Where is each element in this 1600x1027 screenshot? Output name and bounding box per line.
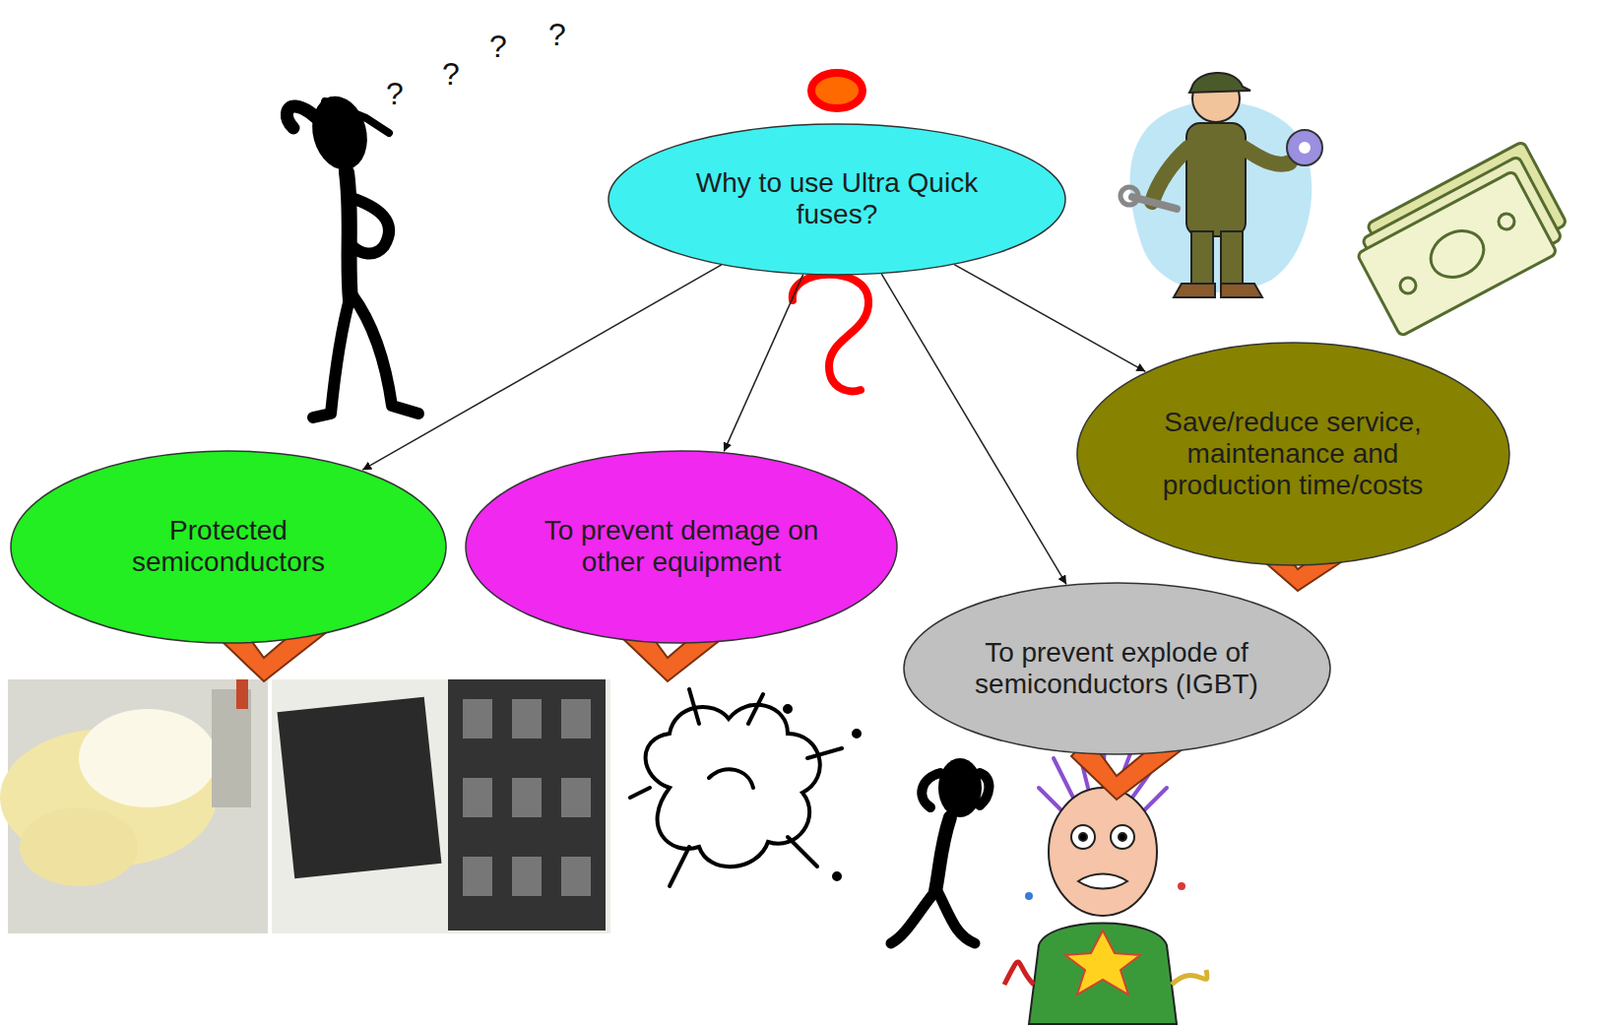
node-text-group: Protected semiconductors: [80, 514, 377, 578]
node-label: Why to use Ultra Quick fuses?: [659, 167, 1015, 231]
node-text-group: To prevent demage on other equipment: [518, 514, 844, 578]
arrow-connector: [954, 264, 1146, 373]
ellipse-node: To prevent demage on other equipment: [464, 449, 898, 644]
node-text-group: Why to use Ultra Quick fuses?: [659, 167, 1015, 231]
node-label: Protected semiconductors: [80, 514, 377, 578]
ellipse-node: To prevent explode of semiconductors (IG…: [902, 581, 1332, 756]
node-label: Save/reduce service, maintenance and pro…: [1135, 406, 1451, 502]
burnt-cabinet-photo: [0, 679, 268, 934]
question-mark-label: ?: [489, 29, 508, 64]
node-text-group: To prevent explode of semiconductors (IG…: [949, 637, 1284, 701]
burnt-breakers-photo: [271, 679, 611, 934]
thinking-figure: [286, 89, 419, 418]
ellipse-node: Save/reduce service, maintenance and pro…: [1076, 341, 1511, 567]
node-label: To prevent demage on other equipment: [518, 514, 844, 578]
arrow-connector: [881, 273, 1067, 584]
startled-figure: [891, 758, 989, 944]
question-mark-label: ?: [548, 17, 567, 52]
arrow-connector: [362, 264, 722, 470]
question-mark-label: ?: [442, 57, 460, 91]
explosion-cloud: [630, 689, 860, 887]
question-mark-label: ?: [385, 76, 404, 111]
mechanic-figure: [1120, 72, 1323, 298]
node-label: To prevent explode of semiconductors (IG…: [949, 637, 1284, 701]
node-text-group: Save/reduce service, maintenance and pro…: [1135, 406, 1451, 502]
money-stack: [1356, 140, 1568, 336]
arrow-connector: [723, 274, 803, 452]
ellipse-node: Protected semiconductors: [9, 449, 448, 644]
ellipse-node: Why to use Ultra Quick fuses?: [607, 123, 1067, 276]
